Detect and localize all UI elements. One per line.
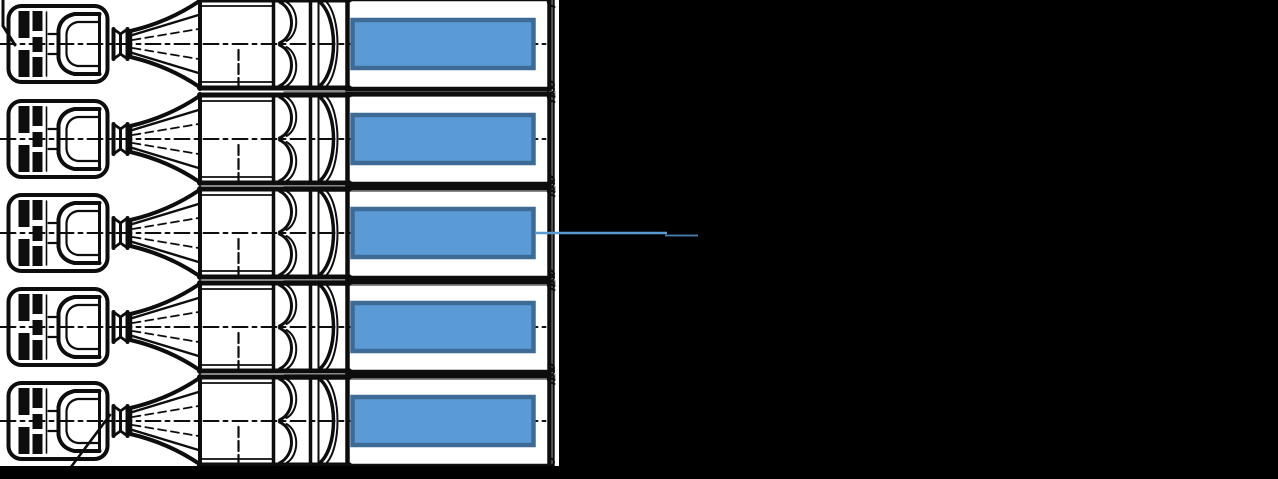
cylinder-section [197,280,352,374]
engine-unit-row-5 [0,367,556,466]
sheet-content [0,0,556,466]
blue-panel [350,112,536,166]
cylinder-section [197,186,352,280]
blue-panel [350,394,536,448]
blue-panel [350,300,536,354]
blue-panel [350,206,536,260]
bottom-left-leader-line [70,413,112,466]
flared-cone [128,0,202,91]
cylinder-section [197,92,352,186]
flared-cone [128,280,202,374]
blue-panel [350,17,536,71]
top-left-leader-line [1,0,17,47]
flared-cone [128,374,202,466]
